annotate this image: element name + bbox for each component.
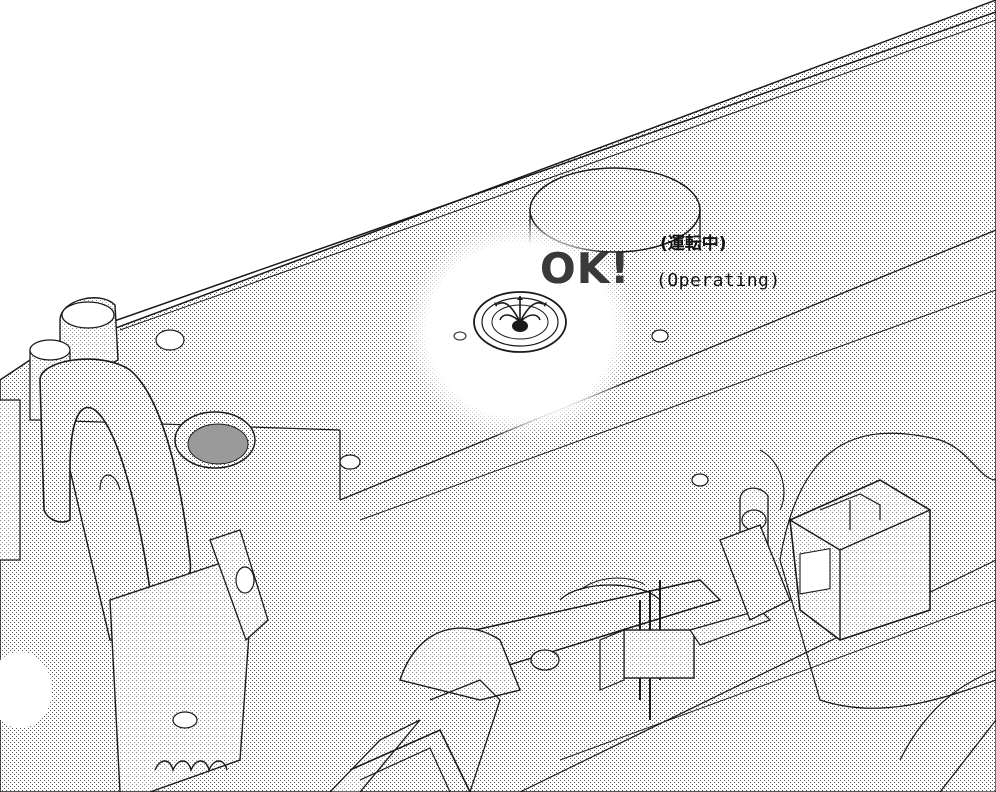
tension-unit: [789, 479, 931, 641]
triangle-bracket: [329, 679, 501, 792]
right-guard: [779, 432, 996, 792]
toothed-bracket: [109, 529, 269, 792]
round-plug: [174, 411, 256, 469]
clamp-post: [719, 449, 791, 621]
screw-holes: [155, 329, 709, 487]
status-ok-label: OK!: [540, 244, 631, 293]
oil-sight-window: [473, 291, 567, 353]
looper-mechanism: [399, 577, 772, 720]
status-jp-label: (運転中): [660, 234, 727, 254]
left-highlight: [0, 652, 52, 728]
status-en-label: (Operating): [656, 270, 781, 291]
